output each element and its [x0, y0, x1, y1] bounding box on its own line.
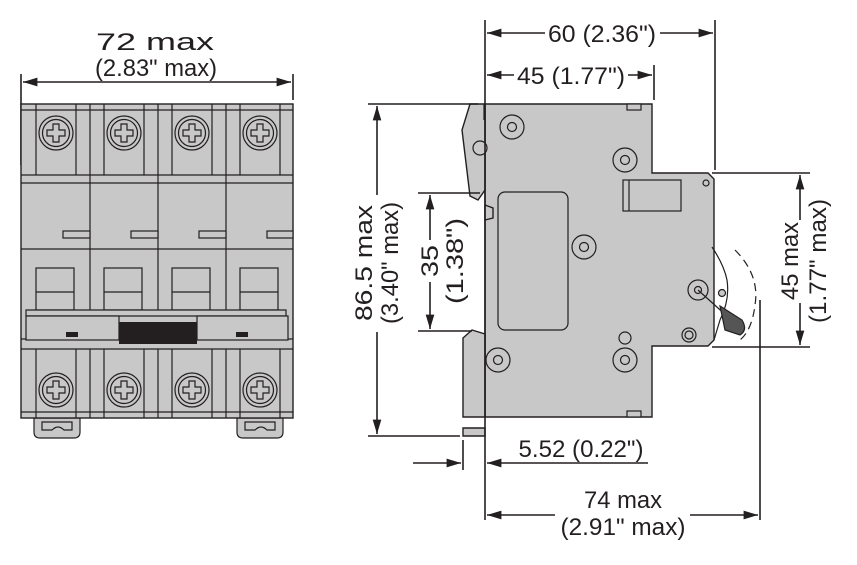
depth-label: 60 (2.36")	[548, 21, 656, 48]
handles	[35, 267, 279, 311]
front-height-label: 45 max	[777, 222, 804, 300]
label-window	[497, 191, 569, 331]
breaker-side-body	[461, 103, 757, 437]
height-label-inches: (3.40" max)	[377, 202, 404, 324]
front-height-dimension: 45 max (1.77" max)	[712, 172, 832, 348]
body-depth-dimension: 45 (1.77")	[487, 63, 655, 100]
rail-dimension: 35 (1.38")	[417, 192, 480, 332]
offset-dimension: 5.52 (0.22")	[413, 436, 648, 470]
handle-tie-bar	[119, 322, 197, 344]
offset-label: 5.52 (0.22")	[519, 436, 644, 463]
rail-label-inches: (1.38")	[442, 218, 469, 304]
front-height-label-inches: (1.77" max)	[805, 199, 832, 323]
din-clip-right	[236, 417, 284, 439]
width-dimension: 72 max (2.83" max)	[20, 29, 294, 165]
toggle-handle	[719, 304, 746, 336]
total-depth-label: 74 max	[584, 487, 662, 514]
height-dimension: 86.5 max (3.40" max)	[351, 103, 478, 437]
handle-travel-arc	[734, 249, 757, 341]
front-view: 72 max (2.83" max)	[20, 29, 294, 439]
height-label: 86.5 max	[351, 205, 378, 321]
body-depth-label: 45 (1.77")	[517, 63, 625, 90]
rail-label: 35	[417, 245, 444, 277]
width-label: 72 max	[96, 29, 214, 56]
breaker-front-body	[20, 103, 294, 439]
depth-dimension: 60 (2.36")	[484, 20, 716, 520]
side-view: 60 (2.36") 45 (1.77") 86.5 max (3.40" ma…	[351, 20, 832, 541]
din-clip-lower	[462, 329, 486, 418]
width-label-inches: (2.83" max)	[95, 55, 217, 82]
total-depth-dimension: 74 max (2.91" max)	[487, 300, 761, 541]
din-clip-left	[33, 417, 81, 439]
total-depth-label-inches: (2.91" max)	[561, 514, 686, 541]
